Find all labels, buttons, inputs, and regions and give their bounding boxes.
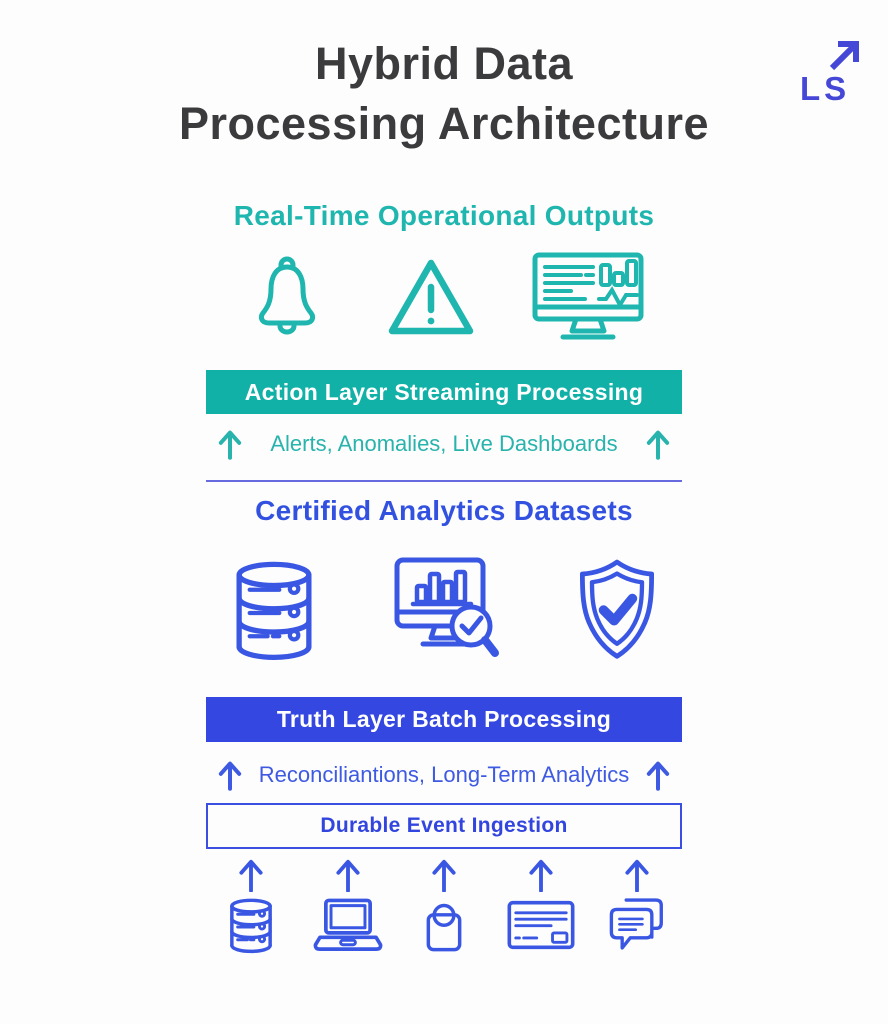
laptop-icon: [313, 898, 382, 951]
section-divider: [206, 480, 682, 482]
chat-bubbles-icon: [609, 898, 663, 950]
shopping-bag-icon: [426, 903, 462, 952]
up-arrow-icon: [625, 859, 649, 892]
batch-icon-row: [206, 547, 682, 679]
up-arrow-icon: [218, 761, 242, 791]
ingestion-box: Durable Event Ingestion: [206, 803, 682, 849]
source-row: [206, 856, 682, 958]
source-chat: [598, 856, 676, 958]
up-arrow-icon: [239, 859, 263, 892]
page-title-line1: Hybrid Data: [314, 38, 574, 89]
realtime-icon-row: [206, 244, 682, 354]
up-arrow-icon: [218, 430, 242, 460]
streaming-banner: Action Layer Streaming Processing: [206, 370, 682, 414]
up-arrow-icon: [335, 859, 360, 892]
up-arrow-icon: [528, 859, 553, 892]
batch-flow-row: Reconciliantions, Long-Term Analytics: [206, 758, 682, 792]
analytics-monitor-magnifier-icon: [394, 557, 499, 657]
source-receipt: [502, 856, 580, 958]
bell-icon: [258, 256, 316, 335]
realtime-flow-row: Alerts, Anomalies, Live Dashboards: [206, 427, 682, 461]
receipt-icon: [507, 900, 574, 950]
up-arrow-icon: [432, 859, 456, 892]
database-icon: [230, 898, 272, 954]
realtime-heading: Real-Time Operational Outputs: [233, 200, 655, 231]
database-icon: [236, 561, 312, 660]
page-title-line2: Processing Architecture: [178, 98, 709, 149]
dashboard-monitor-icon: [532, 252, 644, 340]
page-title: Hybrid Data Processing Architecture: [0, 34, 888, 154]
logo-text: LS: [800, 70, 850, 107]
arrow-up-right-icon: LS: [800, 41, 859, 107]
source-database: [212, 856, 290, 958]
batch-flow-label: Reconciliantions, Long-Term Analytics: [258, 762, 630, 787]
up-arrow-icon: [646, 761, 670, 791]
ingestion-label: Durable Event Ingestion: [320, 814, 568, 837]
shield-check-icon: [579, 559, 655, 659]
source-shopping-bag: [405, 856, 483, 958]
source-laptop: [309, 856, 387, 958]
warning-triangle-icon: [388, 259, 474, 335]
realtime-flow-label: Alerts, Anomalies, Live Dashboards: [270, 431, 618, 456]
batch-banner: Truth Layer Batch Processing: [206, 697, 682, 742]
batch-heading: Certified Analytics Datasets: [255, 495, 633, 526]
diagram-column: Real-Time Operational Outputs: [206, 200, 682, 958]
brand-logo: LS: [796, 34, 866, 108]
up-arrow-icon: [646, 430, 670, 460]
